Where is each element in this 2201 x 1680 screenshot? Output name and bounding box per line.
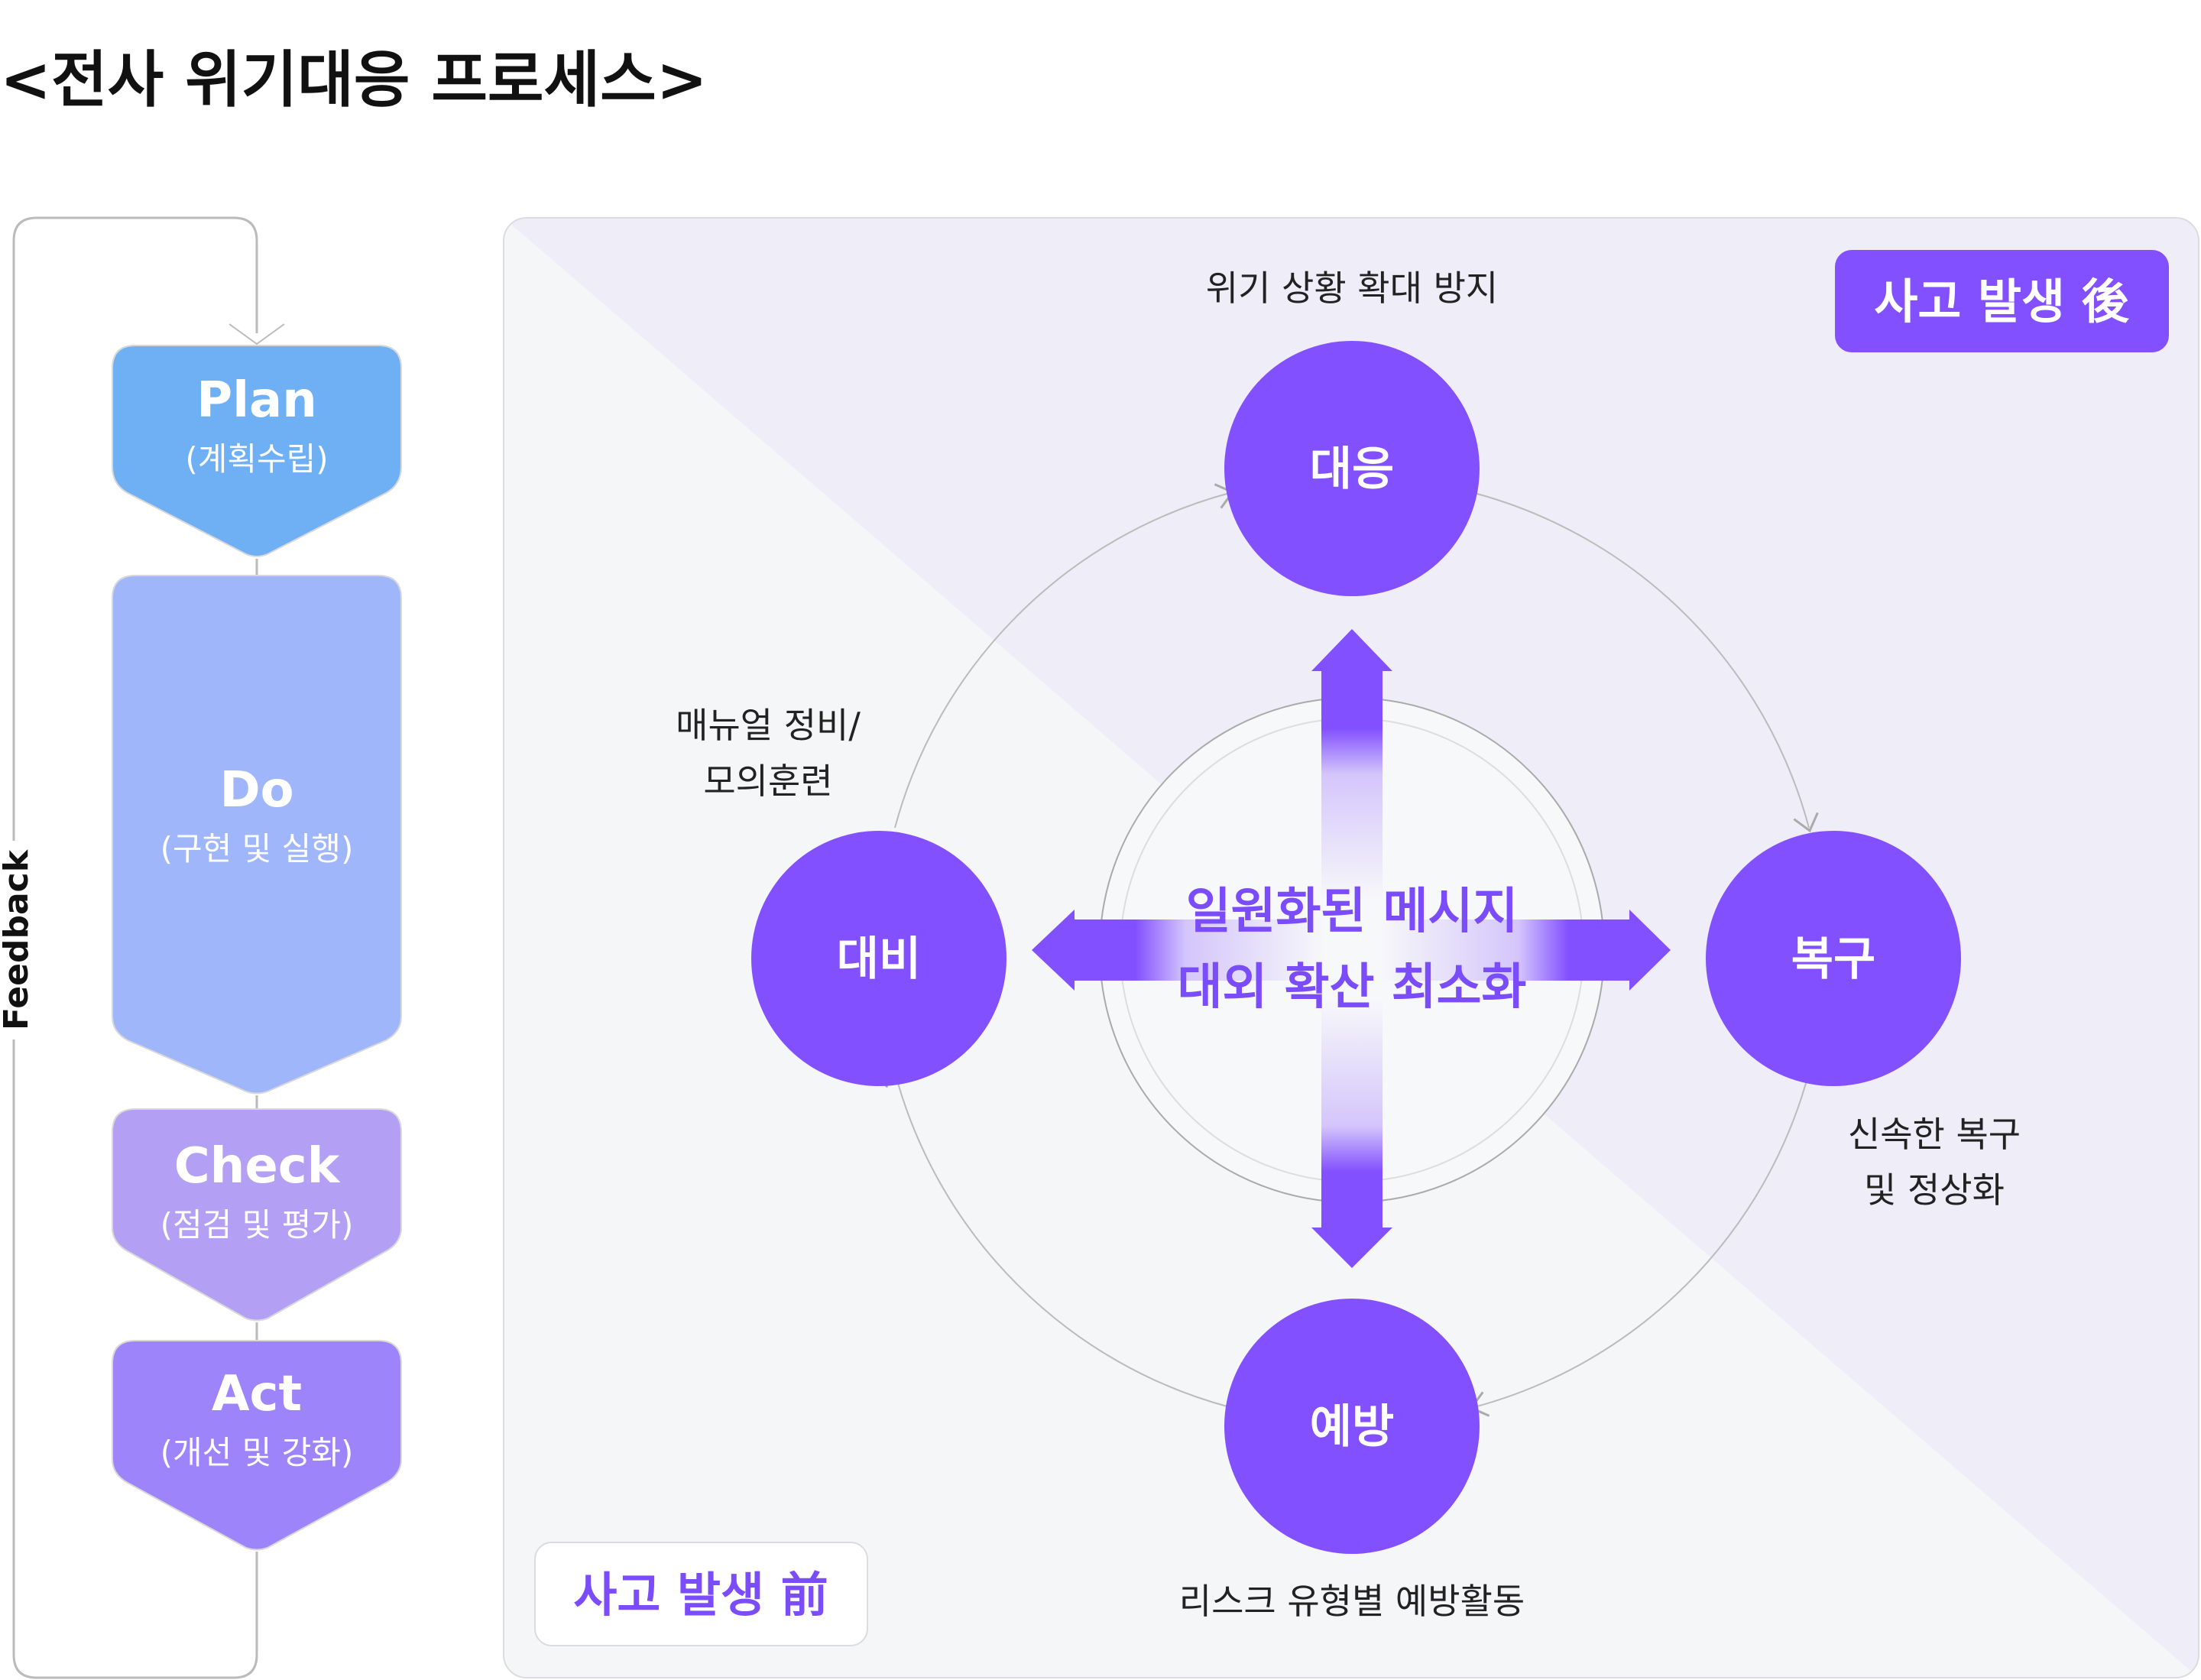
badge-before-incident: 사고 발생 前 [534, 1542, 868, 1646]
svg-text:대응: 대응 [1310, 443, 1394, 496]
center-message-line1: 일원화된 메시지 [1186, 884, 1518, 940]
pdca-plan-label: Plan [196, 372, 317, 429]
arrow-down-icon [1311, 1000, 1392, 1268]
node-desc: 및 정상화 [1864, 1169, 2005, 1211]
cycle-node-response: 대응 위기 상황 확대 방지 [1206, 268, 1498, 596]
node-desc: 모의훈련 [703, 761, 832, 802]
arrow-down-icon [229, 323, 285, 345]
feedback-loop: Feedback [0, 216, 285, 1679]
pdca-plan-sub: (계획수립) [185, 440, 328, 478]
cycle-arc [885, 1067, 1230, 1408]
node-desc: 위기 상황 확대 방지 [1206, 268, 1498, 309]
pdca-do-label: Do [219, 762, 293, 819]
center-message-line2: 대외 확산 최소화 [1178, 959, 1527, 1016]
cycle-arc [1473, 492, 1819, 833]
cycle-arc [894, 483, 1235, 829]
svg-text:사고 발생 前: 사고 발생 前 [573, 1567, 828, 1623]
pdca-step-act: Act (개선 및 강화) [112, 1340, 402, 1551]
pdca-step-do: Do (구현 및 실행) [112, 575, 402, 1095]
svg-text:예방: 예방 [1310, 1400, 1394, 1454]
svg-text:사고 발생 後: 사고 발생 後 [1874, 274, 2129, 329]
node-desc: 리스크 유형별 예방활동 [1179, 1581, 1525, 1622]
page-title: <전사 위기대응 프로세스> [0, 44, 708, 115]
pdca-check-sub: (점검 및 평가) [160, 1206, 354, 1244]
svg-text:복구: 복구 [1791, 932, 1875, 986]
cycle-panel: 일원화된 메시지 대외 확산 최소화 대응 위기 상황 확대 방지 복구 신속한… [503, 217, 2199, 1678]
pdca-act-label: Act [212, 1366, 302, 1422]
arrow-right-icon [1379, 910, 1671, 991]
cycle-node-preparation: 대비 매뉴얼 정비/ 모의훈련 [676, 705, 1006, 1086]
badge-after-incident: 사고 발생 後 [1835, 250, 2169, 352]
pdca-do-sub: (구현 및 실행) [160, 830, 354, 868]
pdca-step-check: Check (점검 및 평가) [112, 1108, 402, 1322]
arrow-left-icon [1032, 910, 1324, 991]
node-desc: 매뉴얼 정비/ [676, 705, 861, 746]
pdca-step-plan: Plan (계획수립) [112, 345, 402, 557]
cycle-node-recovery: 복구 신속한 복구 및 정상화 [1706, 831, 2021, 1211]
cycle-node-prevention: 예방 리스크 유형별 예방활동 [1179, 1299, 1525, 1622]
node-desc: 신속한 복구 [1848, 1114, 2021, 1155]
cycle-arc [1469, 1072, 1810, 1417]
pdca-act-sub: (개선 및 강화) [160, 1434, 354, 1471]
pdca-check-label: Check [174, 1138, 341, 1195]
arrow-up-icon [1311, 629, 1392, 900]
feedback-label: Feedback [0, 848, 36, 1030]
svg-text:대비: 대비 [837, 932, 921, 986]
